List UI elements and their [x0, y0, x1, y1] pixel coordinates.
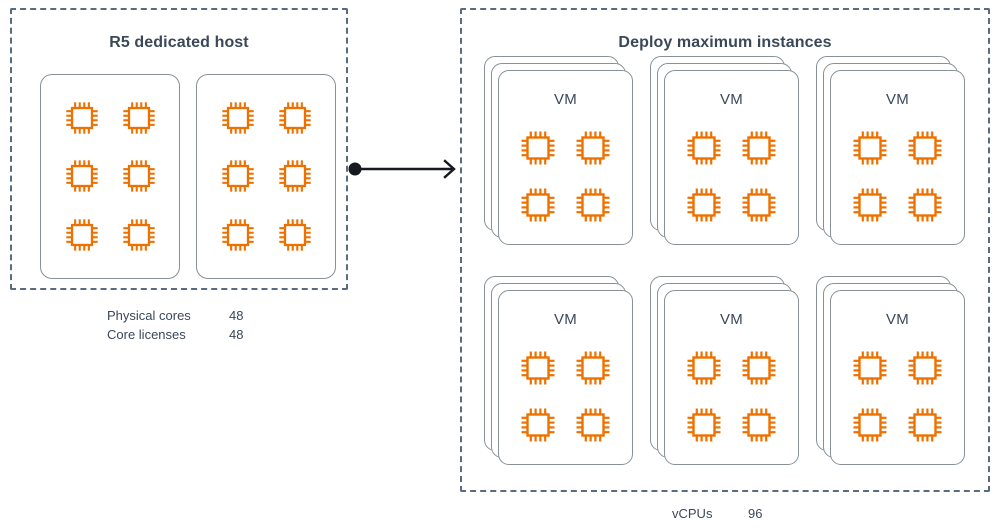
- cpu-chip-icon: [853, 131, 887, 165]
- cpu-chip-icon: [687, 351, 721, 385]
- cpu-chip-icon: [742, 351, 776, 385]
- cpu-chip-icon: [221, 219, 254, 251]
- r5-dedicated-host-group: R5 dedicated host: [10, 8, 348, 290]
- cpu-chip-icon: [278, 219, 311, 251]
- cpu-chip-icon: [122, 160, 155, 193]
- socket-chip-grid: [197, 75, 335, 278]
- vm-card[interactable]: VM: [664, 70, 799, 245]
- cpu-chip-icon: [221, 160, 254, 193]
- cpu-chip-icon: [742, 131, 776, 165]
- cpu-chip-icon: [908, 131, 942, 165]
- vm-card-label: VM: [885, 311, 910, 328]
- dot-icon: [348, 162, 362, 176]
- vm-chip-grid: [499, 339, 632, 454]
- metric-row: Core licenses 48: [107, 325, 243, 344]
- vm-chip-grid: [831, 339, 964, 454]
- metric-label: Physical cores: [107, 308, 191, 323]
- metric-label: Core licenses: [107, 327, 186, 342]
- vm-chip-grid: [665, 339, 798, 454]
- cpu-chip-icon: [853, 188, 887, 222]
- vm-card[interactable]: VM: [498, 290, 633, 465]
- cpu-chip-icon: [576, 188, 610, 222]
- cpu-chip-icon: [65, 102, 98, 134]
- vm-card-label: VM: [553, 311, 578, 328]
- cpu-chip-icon: [687, 408, 721, 442]
- vm-card[interactable]: VM: [664, 290, 799, 465]
- vm-card-label: VM: [885, 91, 910, 108]
- cpu-chip-icon: [278, 102, 311, 134]
- cpu-chip-icon: [742, 408, 776, 442]
- metric-label: vCPUs: [672, 506, 713, 521]
- cpu-chip-icon: [742, 188, 776, 222]
- vm-card-stack[interactable]: VM: [816, 276, 974, 474]
- deploy-group-title: Deploy maximum instances: [618, 34, 832, 51]
- vm-card[interactable]: VM: [830, 70, 965, 245]
- cpu-chip-icon: [521, 351, 555, 385]
- vm-chip-grid: [831, 119, 964, 234]
- cpu-chip-icon: [521, 408, 555, 442]
- vm-card-stack[interactable]: VM: [484, 276, 642, 474]
- socket-chip-grid: [41, 75, 179, 278]
- cpu-chip-icon: [521, 188, 555, 222]
- vm-card-stack[interactable]: VM: [484, 56, 642, 254]
- cpu-chip-icon: [576, 408, 610, 442]
- cpu-chip-icon: [122, 102, 155, 134]
- cpu-chip-icon: [221, 102, 254, 134]
- deploy-maximum-instances-group: Deploy maximum instances VM VM VM VM VM VM: [460, 8, 990, 492]
- vm-card[interactable]: VM: [830, 290, 965, 465]
- vm-card-stack[interactable]: VM: [816, 56, 974, 254]
- cpu-chip-icon: [853, 351, 887, 385]
- vm-card-stack[interactable]: VM: [650, 276, 808, 474]
- cpu-chip-icon: [65, 160, 98, 193]
- cpu-chip-icon: [687, 188, 721, 222]
- vm-card-label: VM: [719, 91, 744, 108]
- cpu-chip-icon: [521, 131, 555, 165]
- flow-arrow-connector: [348, 150, 464, 188]
- vm-card-stack[interactable]: VM: [650, 56, 808, 254]
- cpu-chip-icon: [908, 351, 942, 385]
- cpu-chip-icon: [122, 219, 155, 251]
- cpu-chip-icon: [687, 131, 721, 165]
- cpu-chip-icon: [908, 408, 942, 442]
- metric-row: vCPUs 96: [672, 504, 762, 523]
- metric-value: 48: [229, 327, 244, 342]
- cpu-chip-icon: [65, 219, 98, 251]
- cpu-chip-icon: [853, 408, 887, 442]
- cpu-socket-card: [196, 74, 336, 279]
- cpu-chip-icon: [908, 188, 942, 222]
- cpu-chip-icon: [576, 351, 610, 385]
- cpu-chip-icon: [278, 160, 311, 193]
- vm-card-label: VM: [719, 311, 744, 328]
- arrow-right-icon: [348, 159, 456, 179]
- metric-row: Physical cores 48: [107, 306, 243, 325]
- vm-chip-grid: [499, 119, 632, 234]
- cpu-socket-card: [40, 74, 180, 279]
- metric-value: 48: [229, 308, 244, 323]
- deploy-metrics: vCPUs 96: [672, 504, 762, 523]
- vm-card[interactable]: VM: [498, 70, 633, 245]
- host-group-title: R5 dedicated host: [109, 34, 249, 51]
- vm-chip-grid: [665, 119, 798, 234]
- cpu-chip-icon: [576, 131, 610, 165]
- metric-value: 96: [748, 506, 763, 521]
- vm-card-label: VM: [553, 91, 578, 108]
